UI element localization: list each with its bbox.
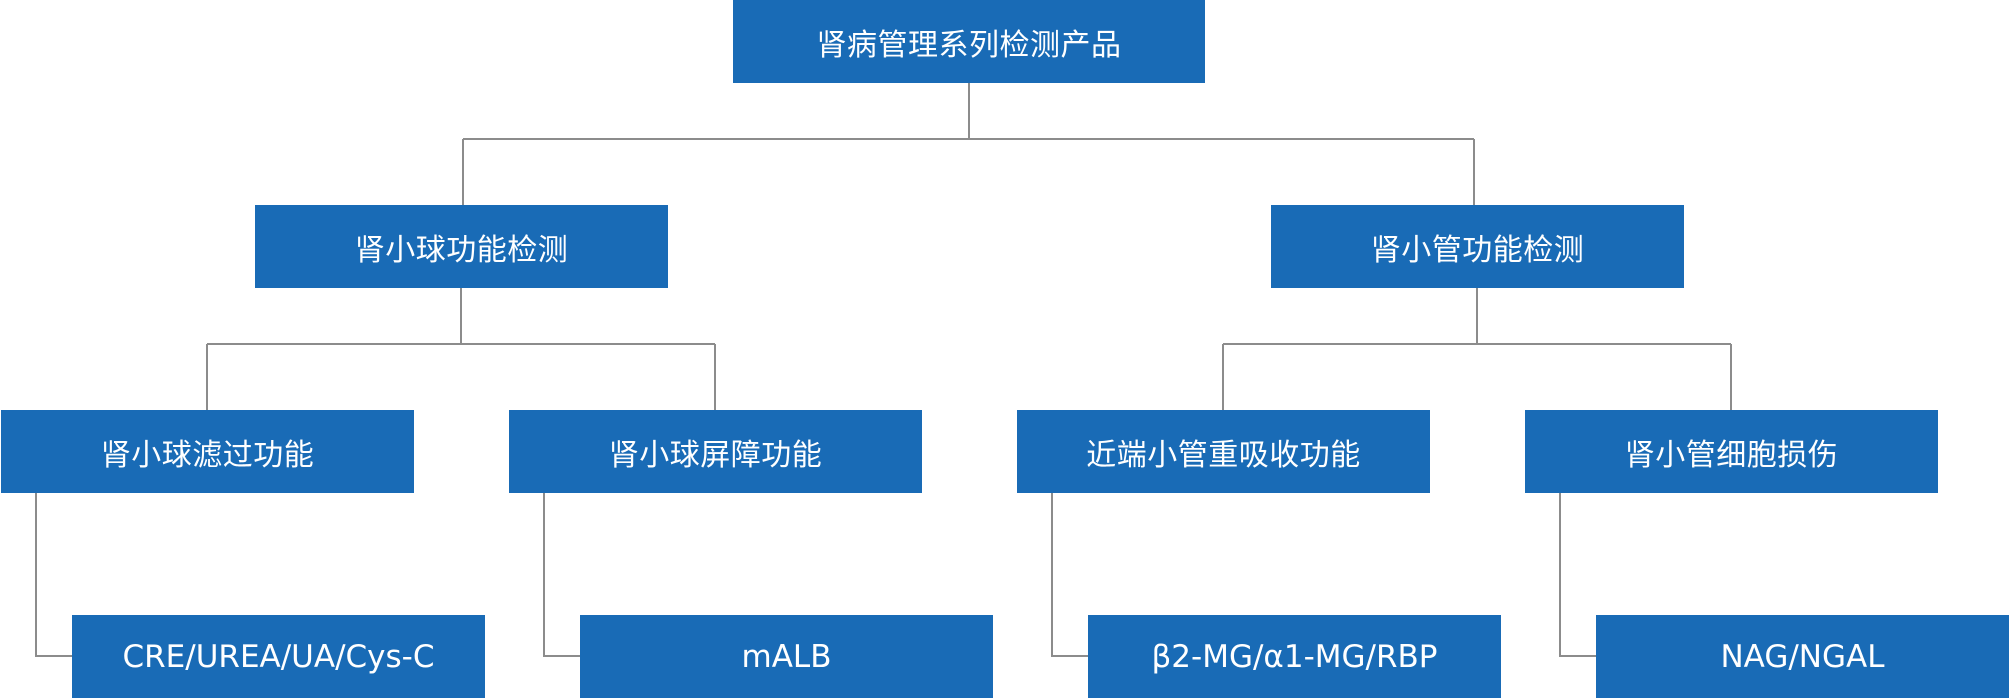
connector-glomerular-to-subcategories xyxy=(206,288,716,410)
root-node-label: 肾病管理系列检测产品 xyxy=(816,27,1122,63)
category-node-glomerular: 肾小球功能检测 xyxy=(255,205,668,288)
subcategory-node-filtration: 肾小球滤过功能 xyxy=(1,410,414,493)
subcategory-node-barrier: 肾小球屏障功能 xyxy=(509,410,922,493)
subcategory-node-injury: 肾小管细胞损伤 xyxy=(1525,410,1938,493)
connector-injury-to-products xyxy=(1559,493,1596,657)
root-node: 肾病管理系列检测产品 xyxy=(733,0,1205,83)
subcategory-node-label: 肾小管细胞损伤 xyxy=(1624,437,1839,473)
connector-tubular-to-subcategories xyxy=(1222,288,1732,410)
subcategory-node-label: 近端小管重吸收功能 xyxy=(1086,437,1361,473)
connector-barrier-to-products xyxy=(543,493,580,657)
product-node-barrier: mALB xyxy=(580,615,993,698)
product-node-label: β2-MG/α1-MG/RBP xyxy=(1151,638,1438,675)
product-node-label: NAG/NGAL xyxy=(1720,638,1885,675)
category-node-label: 肾小管功能检测 xyxy=(1370,232,1585,268)
subcategory-node-label: 肾小球滤过功能 xyxy=(100,437,315,473)
product-node-reabsorption: β2-MG/α1-MG/RBP xyxy=(1088,615,1501,698)
product-node-injury: NAG/NGAL xyxy=(1596,615,2009,698)
category-node-tubular: 肾小管功能检测 xyxy=(1271,205,1684,288)
connector-root-to-categories xyxy=(462,83,1475,205)
subcategory-node-reabsorption: 近端小管重吸收功能 xyxy=(1017,410,1430,493)
product-node-filtration: CRE/UREA/UA/Cys-C xyxy=(72,615,485,698)
category-node-label: 肾小球功能检测 xyxy=(354,232,569,268)
product-node-label: mALB xyxy=(741,638,832,675)
connector-reabsorption-to-products xyxy=(1051,493,1088,657)
product-node-label: CRE/UREA/UA/Cys-C xyxy=(122,638,435,675)
connector-filtration-to-products xyxy=(35,493,72,657)
subcategory-node-label: 肾小球屏障功能 xyxy=(608,437,823,473)
